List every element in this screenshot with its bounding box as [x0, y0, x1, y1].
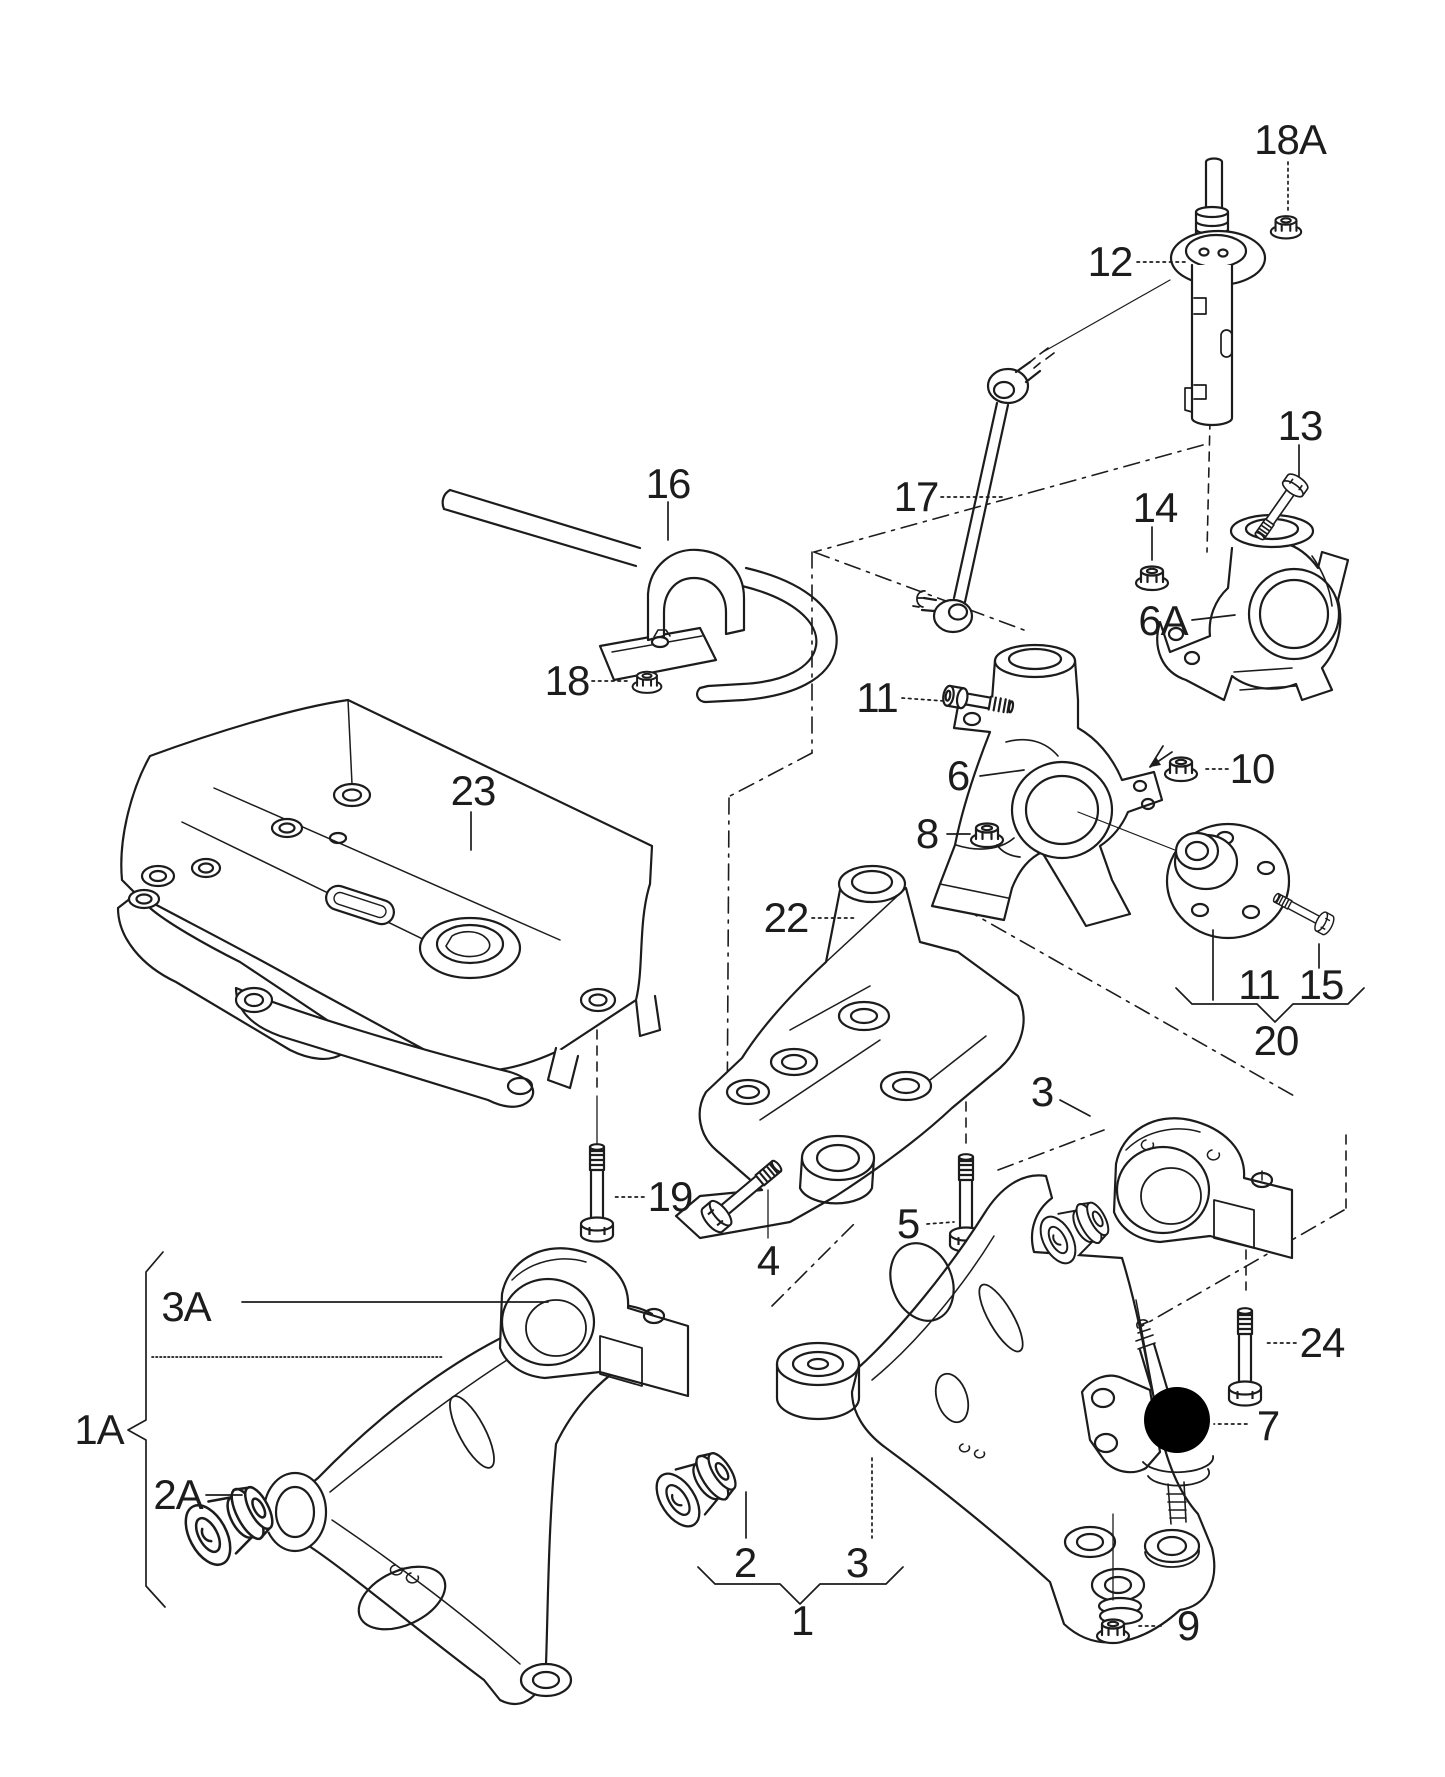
- nut-9: [1095, 1618, 1131, 1645]
- callout-1A[interactable]: 1A: [74, 1406, 125, 1453]
- stabilizer-bar-nut: [631, 670, 663, 694]
- nut-10: [1163, 756, 1199, 783]
- bolt-19: [579, 1143, 615, 1243]
- stabilizer-link: [912, 279, 1171, 634]
- callout-23[interactable]: 23: [451, 767, 497, 814]
- callout-18A[interactable]: 18A: [1254, 116, 1328, 163]
- callout-12[interactable]: 12: [1088, 238, 1134, 285]
- callout-10[interactable]: 10: [1230, 745, 1276, 792]
- steering-knuckle-right: [1156, 513, 1350, 702]
- bushing-bracket-3A: [498, 1247, 690, 1398]
- callout-1[interactable]: 1: [791, 1597, 814, 1644]
- support-bracket: [674, 864, 1025, 1240]
- nut-8: [969, 822, 1005, 849]
- suspension-strut: [1169, 157, 1267, 427]
- ball-joint: [1080, 1319, 1214, 1525]
- construction-lines: [596, 419, 1347, 1327]
- callout-2[interactable]: 2: [734, 1539, 757, 1586]
- callout-16[interactable]: 16: [646, 460, 692, 507]
- callout-19[interactable]: 19: [648, 1173, 694, 1220]
- callout-9[interactable]: 9: [1177, 1602, 1200, 1649]
- stabilizer-bar: [441, 488, 838, 704]
- callout-5[interactable]: 5: [897, 1200, 920, 1247]
- callout-15[interactable]: 15: [1299, 961, 1345, 1008]
- callout-8[interactable]: 8: [916, 810, 939, 857]
- callout-6A[interactable]: 6A: [1138, 597, 1189, 644]
- ball-joint-highlight: [1144, 1387, 1210, 1453]
- bushing-2: [646, 1441, 747, 1535]
- callout-14[interactable]: 14: [1133, 484, 1179, 531]
- callout-3-bracket[interactable]: 3: [1031, 1068, 1054, 1115]
- callout-2A[interactable]: 2A: [153, 1471, 204, 1518]
- callout-3-lower[interactable]: 3: [846, 1539, 869, 1586]
- callout-labels: 18A 12 17 16 18 13 14 6A 11 6 8 10 23 22…: [74, 116, 1346, 1649]
- callout-4[interactable]: 4: [757, 1237, 781, 1284]
- callout-6[interactable]: 6: [947, 752, 970, 799]
- leader-lines: [127, 161, 1365, 1627]
- callout-3A[interactable]: 3A: [161, 1283, 212, 1330]
- subframe: [116, 698, 662, 1108]
- control-arm-right: [775, 1174, 1216, 1644]
- callout-24[interactable]: 24: [1300, 1319, 1346, 1366]
- callout-11-upper[interactable]: 11: [856, 674, 899, 721]
- bushing-bracket-3: [1112, 1117, 1294, 1260]
- bolt-24: [1227, 1307, 1263, 1407]
- stabilizer-clamp: [598, 548, 746, 682]
- nut-14: [1134, 565, 1170, 592]
- steering-knuckle-left: [930, 643, 1181, 928]
- callout-22[interactable]: 22: [764, 894, 810, 941]
- callout-11-hub[interactable]: 11: [1238, 961, 1281, 1008]
- callout-18[interactable]: 18: [545, 657, 591, 704]
- callout-13[interactable]: 13: [1278, 402, 1324, 449]
- wheel-hub: [1165, 822, 1291, 940]
- callout-17[interactable]: 17: [894, 473, 940, 520]
- strut-top-nut: [1269, 215, 1303, 240]
- callout-20[interactable]: 20: [1254, 1017, 1300, 1064]
- control-arm-left: [262, 1303, 658, 1706]
- callout-7[interactable]: 7: [1257, 1402, 1280, 1449]
